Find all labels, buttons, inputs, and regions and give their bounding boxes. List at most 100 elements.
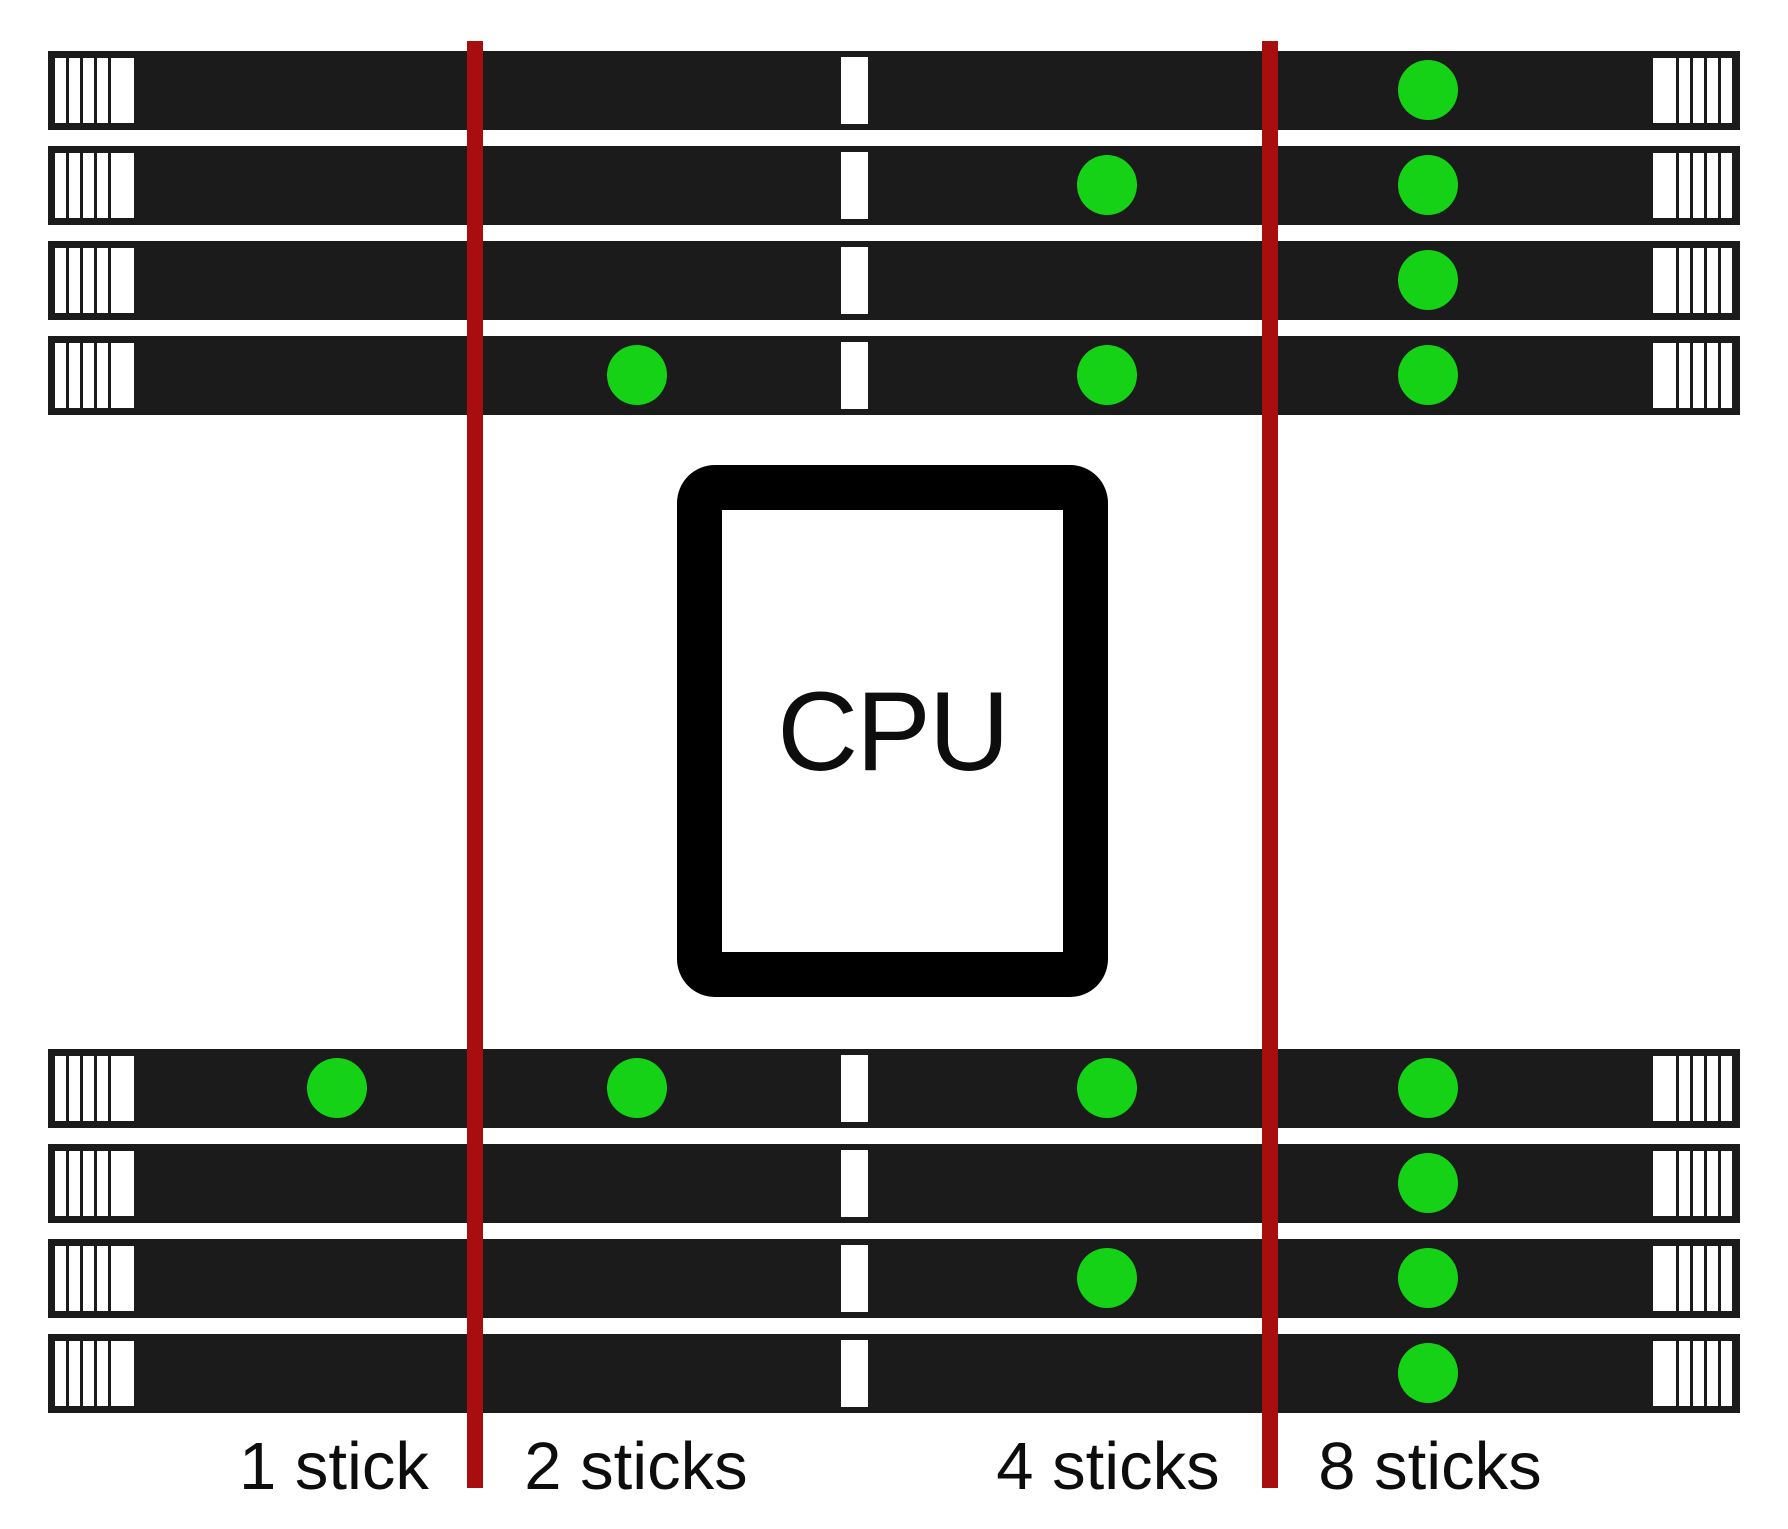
pin-stripe	[1653, 248, 1676, 313]
pin-stripes-right	[1653, 153, 1732, 218]
pin-stripe	[1693, 1151, 1704, 1216]
pin-stripes-right	[1653, 1341, 1732, 1406]
pin-stripe	[111, 248, 134, 313]
populated-dot-4-sticks	[1077, 345, 1137, 405]
pin-stripe	[1693, 1056, 1704, 1121]
pin-stripe	[1721, 1151, 1732, 1216]
ram-slot-bottom-1	[48, 1049, 1740, 1128]
pin-stripe	[1707, 1341, 1718, 1406]
ram-slot-bottom-3	[48, 1239, 1740, 1318]
key-notch	[841, 247, 868, 314]
populated-dot-4-sticks	[1077, 1248, 1137, 1308]
key-notch	[841, 152, 868, 219]
pin-stripe	[55, 1246, 66, 1311]
ram-slot-top-2	[48, 146, 1740, 225]
pin-stripe	[69, 1246, 80, 1311]
pin-stripe	[1653, 1056, 1676, 1121]
pin-stripe	[83, 153, 94, 218]
cpu-label: CPU	[777, 668, 1009, 794]
pin-stripe	[1707, 1246, 1718, 1311]
ram-slot-top-4	[48, 336, 1740, 415]
populated-dot-4-sticks	[1077, 155, 1137, 215]
pin-stripe	[1679, 343, 1690, 408]
pin-stripe	[55, 153, 66, 218]
pin-stripes-left	[55, 343, 134, 408]
pin-stripe	[1693, 248, 1704, 313]
pin-stripe	[1653, 1151, 1676, 1216]
pin-stripe	[1653, 153, 1676, 218]
pin-stripe	[111, 58, 134, 123]
pin-stripe	[69, 58, 80, 123]
pin-stripes-right	[1653, 343, 1732, 408]
column-label-1-stick: 1 stick	[239, 1429, 429, 1504]
pin-stripe	[111, 1246, 134, 1311]
ram-slot-top-3	[48, 241, 1740, 320]
pin-stripe	[69, 1151, 80, 1216]
pin-stripe	[97, 58, 108, 123]
pin-stripe	[69, 1056, 80, 1121]
column-label-4-sticks: 4 sticks	[996, 1429, 1220, 1504]
pin-stripe	[1707, 248, 1718, 313]
pin-stripes-left	[55, 1151, 134, 1216]
pin-stripe	[1693, 343, 1704, 408]
ram-slot-top-1	[48, 51, 1740, 130]
populated-dot-8-sticks	[1398, 155, 1458, 215]
populated-dot-8-sticks	[1398, 1248, 1458, 1308]
pin-stripe	[97, 343, 108, 408]
pin-stripe	[83, 248, 94, 313]
column-label-2-sticks: 2 sticks	[524, 1429, 748, 1504]
populated-dot-8-sticks	[1398, 1058, 1458, 1118]
pin-stripe	[111, 1056, 134, 1121]
pin-stripe	[83, 1246, 94, 1311]
pin-stripe	[1679, 1151, 1690, 1216]
pin-stripe	[1721, 1246, 1732, 1311]
divider-line-left	[467, 41, 483, 1488]
pin-stripe	[1693, 1246, 1704, 1311]
pin-stripes-left	[55, 1246, 134, 1311]
pin-stripe	[69, 1341, 80, 1406]
pin-stripe	[55, 58, 66, 123]
pin-stripe	[1693, 153, 1704, 218]
pin-stripes-left	[55, 153, 134, 218]
pin-stripes-right	[1653, 248, 1732, 313]
pin-stripe	[97, 153, 108, 218]
pin-stripe	[83, 1056, 94, 1121]
pin-stripe	[1707, 1151, 1718, 1216]
key-notch	[841, 1055, 868, 1122]
pin-stripe	[55, 343, 66, 408]
pin-stripe	[55, 1151, 66, 1216]
key-notch	[841, 342, 868, 409]
pin-stripe	[55, 1341, 66, 1406]
key-notch	[841, 1245, 868, 1312]
populated-dot-4-sticks	[1077, 1058, 1137, 1118]
pin-stripe	[55, 1056, 66, 1121]
pin-stripe	[69, 343, 80, 408]
pin-stripe	[111, 1151, 134, 1216]
pin-stripe	[1679, 58, 1690, 123]
key-notch	[841, 1340, 868, 1407]
pin-stripe	[1653, 1246, 1676, 1311]
populated-dot-2-sticks	[607, 1058, 667, 1118]
pin-stripes-right	[1653, 1246, 1732, 1311]
key-notch	[841, 57, 868, 124]
pin-stripe	[97, 1341, 108, 1406]
pin-stripes-right	[1653, 1151, 1732, 1216]
pin-stripe	[1721, 153, 1732, 218]
pin-stripe	[1653, 343, 1676, 408]
pin-stripe	[1721, 58, 1732, 123]
pin-stripe	[1679, 1056, 1690, 1121]
pin-stripe	[83, 1151, 94, 1216]
pin-stripe	[1653, 1341, 1676, 1406]
ram-slot-bottom-4	[48, 1334, 1740, 1413]
pin-stripe	[1721, 1056, 1732, 1121]
column-label-8-sticks: 8 sticks	[1318, 1429, 1542, 1504]
pin-stripes-left	[55, 1056, 134, 1121]
populated-dot-1-sticks	[307, 1058, 367, 1118]
pin-stripe	[1679, 153, 1690, 218]
pin-stripe	[1721, 343, 1732, 408]
key-notch	[841, 1150, 868, 1217]
pin-stripes-left	[55, 1341, 134, 1406]
pin-stripe	[1679, 1246, 1690, 1311]
ram-slot-bottom-2	[48, 1144, 1740, 1223]
pin-stripe	[1707, 343, 1718, 408]
